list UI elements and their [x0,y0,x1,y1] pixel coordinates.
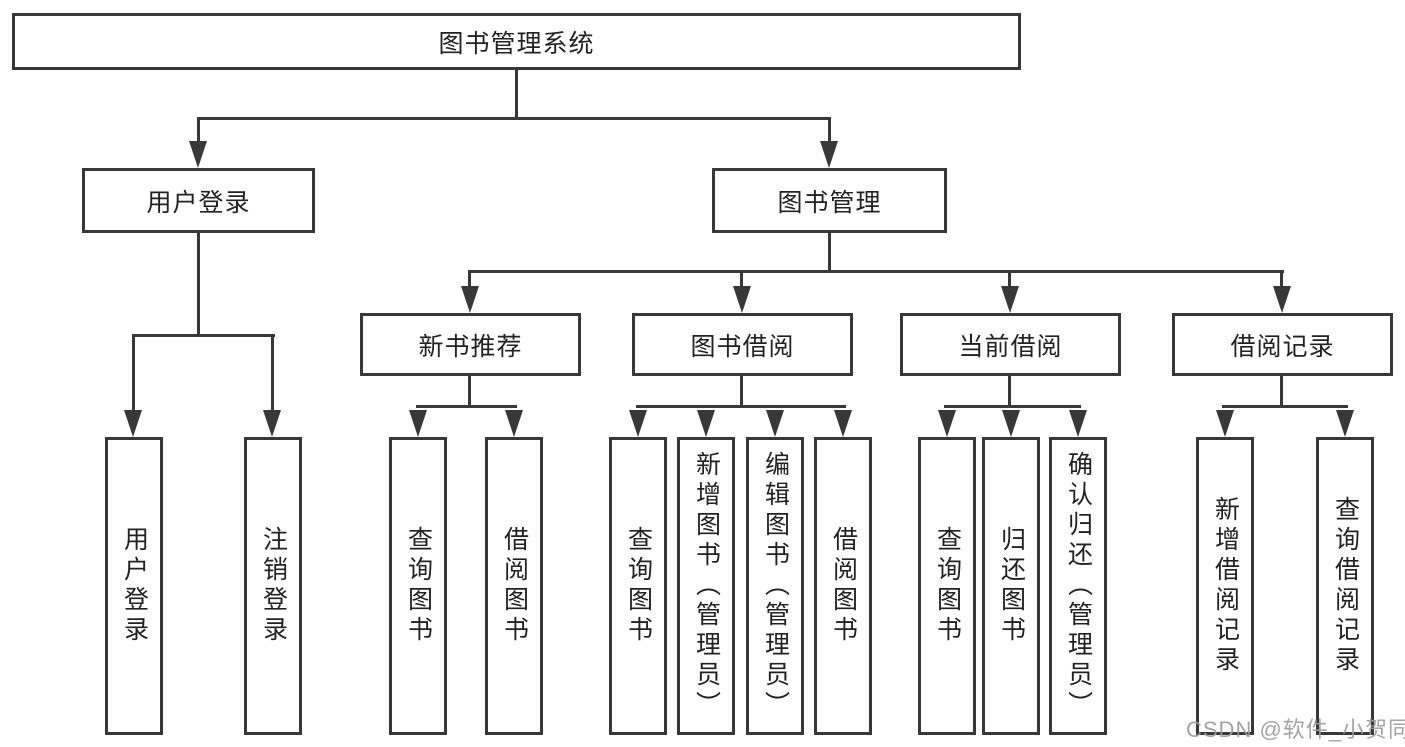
connector-line [197,117,200,143]
arrow-down-icon [1069,410,1087,437]
node-user-login: 用户登录 [82,168,315,233]
connector-line [1008,270,1011,289]
connector-line [416,405,517,408]
arrow-down-icon [1216,410,1234,437]
arrow-down-icon [834,410,852,437]
arrow-down-icon [1336,410,1354,437]
node-new-book: 新书推荐 [360,313,581,376]
node-borrow-record: 借阅记录 [1172,313,1393,376]
leaf-record-add: 新增借阅记录 [1196,437,1254,735]
arrow-down-icon [938,410,956,437]
arrow-down-icon [629,410,647,437]
arrow-down-icon [697,410,715,437]
arrow-down-icon [1001,286,1019,313]
leaf-label: 查询图书 [404,526,433,646]
leaf-label: 编辑图书（管理员） [761,451,790,721]
connector-line [1222,405,1348,408]
connector-line [1280,375,1283,408]
leaf-label: 查询图书 [933,526,962,646]
leaf-label: 注销登录 [259,526,288,646]
connector-line [1008,375,1011,408]
arrow-down-icon [189,141,207,168]
node-current-borrow: 当前借阅 [900,313,1121,376]
node-book-mgmt: 图书管理 [712,168,947,233]
connector-line [468,375,471,408]
node-book-borrow-label: 图书借阅 [690,332,795,361]
leaf-label: 新增图书（管理员） [692,451,721,721]
connector-line [740,270,743,289]
node-user-login-label: 用户登录 [146,188,251,217]
leaf-label: 用户登录 [120,526,149,646]
leaf-borrow-query: 查询图书 [609,437,667,735]
leaf-record-query: 查询借阅记录 [1316,437,1374,735]
connector-line [132,334,275,337]
node-book-borrow: 图书借阅 [632,313,853,376]
connector-line [740,375,743,408]
arrow-down-icon [505,410,523,437]
node-current-borrow-label: 当前借阅 [958,332,1063,361]
leaf-new-book-borrow: 借阅图书 [485,437,543,735]
connector-line [636,405,846,408]
leaf-current-query: 查询图书 [918,437,976,735]
arrow-down-icon [124,410,142,437]
connector-line [271,334,274,412]
connector-line [515,69,518,118]
leaf-new-book-query: 查询图书 [389,437,447,735]
leaf-logout: 注销登录 [244,437,302,735]
arrow-down-icon [1002,410,1020,437]
node-root: 图书管理系统 [12,13,1021,70]
arrow-down-icon [733,286,751,313]
leaf-label: 查询图书 [624,526,653,646]
node-book-mgmt-label: 图书管理 [777,188,882,217]
node-root-label: 图书管理系统 [438,29,595,58]
connector-line [468,270,1284,273]
node-new-book-label: 新书推荐 [418,332,523,361]
leaf-label: 归还图书 [997,526,1026,646]
connector-line [1280,270,1283,289]
connector-line [468,270,471,289]
arrow-down-icon [461,286,479,313]
connector-line [828,232,831,273]
arrow-down-icon [263,410,281,437]
leaf-label: 新增借阅记录 [1211,496,1240,676]
connector-line [944,405,1081,408]
leaf-borrow-edit-admin: 编辑图书（管理员） [746,437,804,735]
leaf-current-confirm-admin: 确认归还（管理员） [1049,437,1107,735]
connector-line [828,117,831,143]
leaf-current-return: 归还图书 [982,437,1040,735]
arrow-down-icon [766,410,784,437]
leaf-borrow-add-admin: 新增图书（管理员） [677,437,735,735]
connector-line [197,117,831,120]
watermark: CSDN @软件_小贺同学 [1186,717,1405,742]
leaf-borrow-book: 借阅图书 [814,437,872,735]
arrow-down-icon [820,141,838,168]
leaf-label: 查询借阅记录 [1331,496,1360,676]
leaf-label: 确认归还（管理员） [1064,451,1093,721]
node-borrow-record-label: 借阅记录 [1230,332,1335,361]
leaf-label: 借阅图书 [500,526,529,646]
connector-line [132,334,135,412]
arrow-down-icon [1273,286,1291,313]
leaf-label: 借阅图书 [829,526,858,646]
arrow-down-icon [409,410,427,437]
leaf-user-login: 用户登录 [105,437,163,735]
connector-line [197,232,200,337]
